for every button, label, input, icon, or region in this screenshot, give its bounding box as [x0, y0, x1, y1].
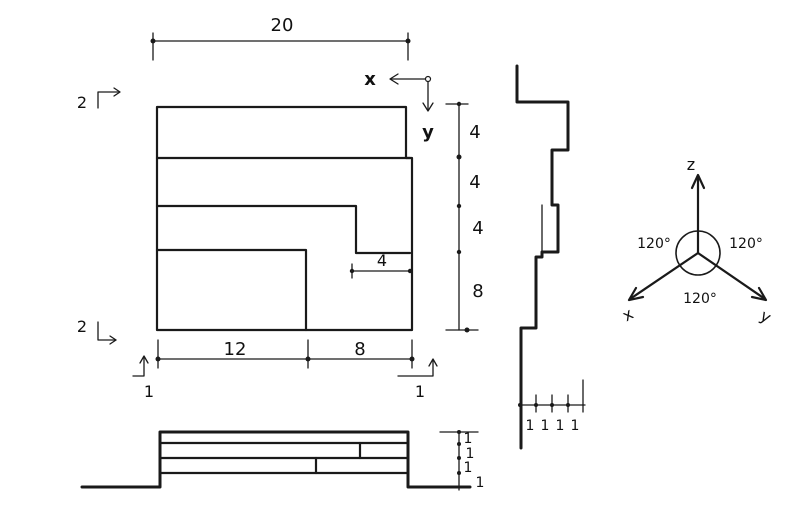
plan-bottom-dimension: 12 8 [155, 339, 415, 369]
plan-dim-top-label: 20 [271, 15, 294, 36]
side-dim-2: 1 [541, 418, 550, 434]
plan-dim-bottom-right-label: 8 [354, 339, 365, 360]
front-dim-4: 1 [476, 475, 485, 491]
plan-dim-inner-label: 4 [377, 251, 387, 270]
plan-dim-right-4: 8 [472, 281, 483, 302]
plan-top-dimension: 20 [150, 15, 411, 61]
front-dim-2: 1 [466, 446, 475, 462]
plan-view: 20 4 12 8 [77, 15, 484, 401]
section-mark-2-bottom: 2 [77, 317, 87, 336]
plan-dim-right-2: 4 [469, 172, 480, 193]
plan-dim-right-3: 4 [472, 218, 483, 239]
iso-angle-bottom: 120° [683, 291, 717, 307]
side-view-dimensions: 1 1 1 1 [518, 379, 586, 434]
plan-dim-bottom-left-label: 12 [224, 339, 247, 360]
plan-right-dimension: 4 4 4 8 [445, 101, 484, 333]
side-dim-3: 1 [556, 418, 565, 434]
plan-axes: x y [364, 69, 434, 143]
front-view-dimensions: 1 1 1 1 [439, 430, 485, 491]
section-marks: 2 2 1 1 [77, 87, 438, 401]
front-view: 1 1 1 1 [80, 430, 485, 491]
section-mark-2-top: 2 [77, 93, 87, 112]
front-dim-1: 1 [464, 431, 473, 447]
section-mark-1-left: 1 [144, 382, 154, 401]
iso-axis-x-label: x [619, 304, 637, 325]
plan-axis-y-label: y [422, 122, 434, 143]
iso-axis-y-label: y [757, 306, 775, 327]
side-dim-1: 1 [526, 418, 535, 434]
iso-axis-z-label: z [687, 155, 695, 174]
plan-dim-right-1: 4 [469, 122, 480, 143]
side-dim-4: 1 [571, 418, 580, 434]
plan-inner-dimension: 4 [349, 251, 413, 279]
iso-angle-left: 120° [637, 236, 671, 252]
side-view: 1 1 1 1 [515, 64, 586, 450]
plan-outline [155, 105, 414, 332]
plan-axis-x-label: x [364, 69, 376, 90]
front-dim-3: 1 [464, 460, 473, 476]
iso-axes: z x y 120° 120° 120° [619, 155, 775, 327]
section-mark-1-right: 1 [415, 382, 425, 401]
iso-angle-right: 120° [729, 236, 763, 252]
